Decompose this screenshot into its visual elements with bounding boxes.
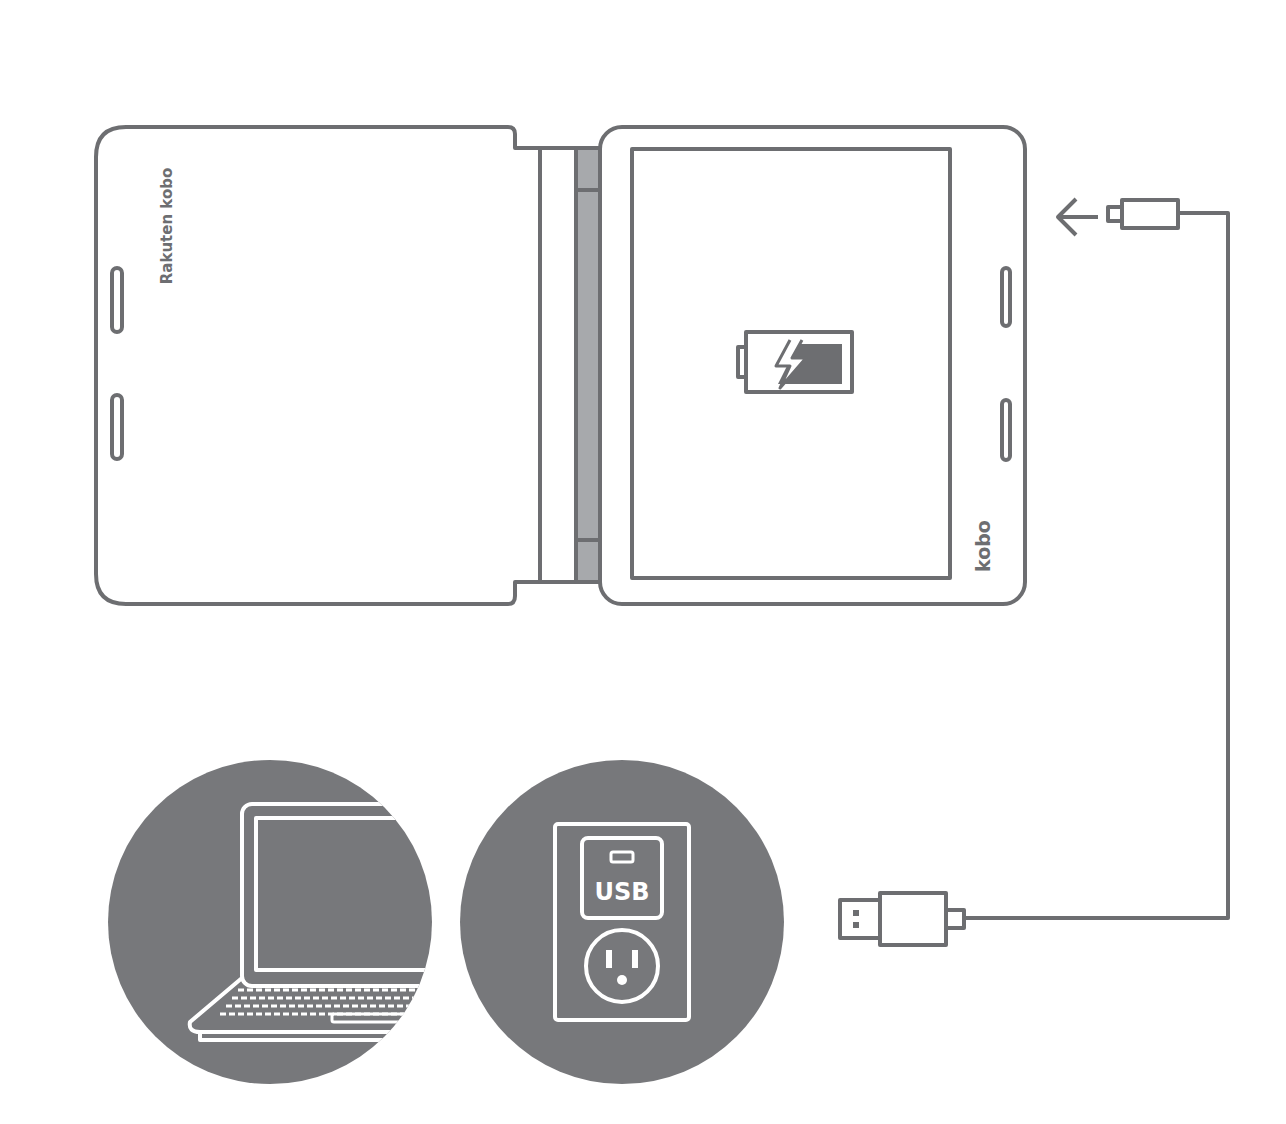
device-logo: kobo (974, 520, 993, 572)
usb-port-label: USB (594, 880, 649, 904)
brand-logo: Rakuten kobo (160, 168, 175, 285)
